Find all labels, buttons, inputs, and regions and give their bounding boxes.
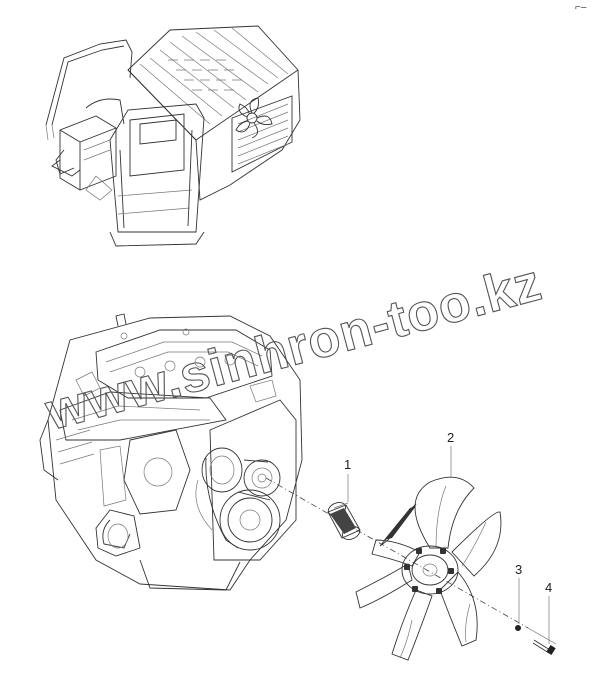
part-1-fan-spacer bbox=[327, 502, 361, 540]
excavator-overview-illustration bbox=[45, 25, 301, 247]
engine-illustration bbox=[39, 313, 303, 591]
callout-2-label: 2 bbox=[447, 430, 454, 445]
part-3-washer bbox=[515, 625, 521, 631]
callout-4-label: 4 bbox=[545, 580, 552, 595]
callout-3-label: 3 bbox=[515, 562, 522, 577]
part-2-cooling-fan bbox=[355, 476, 502, 661]
assembly-centerline bbox=[265, 477, 529, 629]
part-4-bolt bbox=[532, 639, 556, 655]
corner-mark: ⌐– bbox=[575, 2, 587, 13]
bolt-axis-line bbox=[527, 627, 557, 645]
callout-1-label: 1 bbox=[344, 457, 351, 472]
watermark-text: www.sinhron-too.kz bbox=[39, 254, 548, 442]
